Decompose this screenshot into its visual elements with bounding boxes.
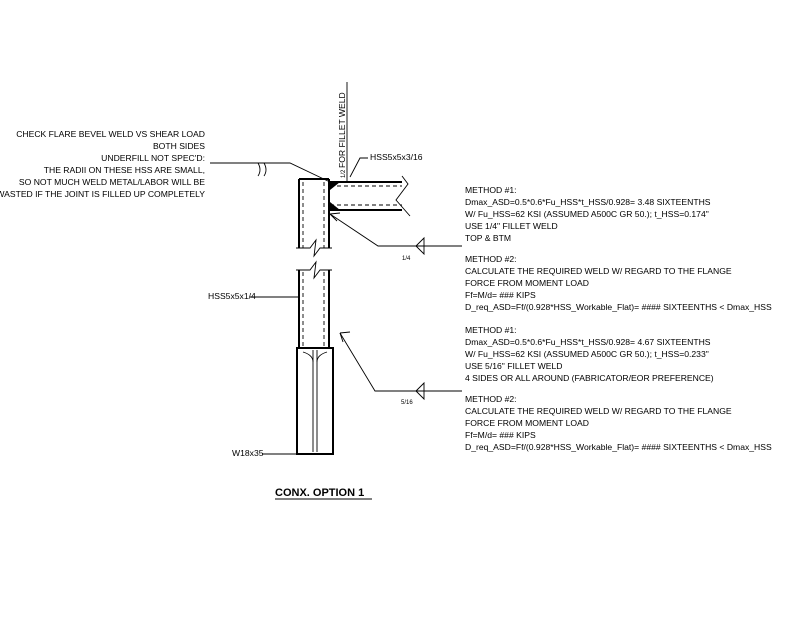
left-note-line-4: THE RADII ON THESE HSS ARE SMALL, — [44, 165, 205, 175]
bottom-method-block: METHOD #1: Dmax_ASD=0.5*0.6*Fu_HSS*t_HSS… — [465, 325, 772, 452]
left-note-block: CHECK FLARE BEVEL WELD VS SHEAR LOAD BOT… — [0, 129, 205, 199]
bottom-method-line-2: Dmax_ASD=0.5*0.6*Fu_HSS*t_HSS/0.928= 4.6… — [465, 337, 711, 347]
top-fillet-weld-symbol — [415, 236, 425, 256]
left-note-line-3: UNDERFILL NOT SPEC'D: — [101, 153, 205, 163]
top-method-line-2: Dmax_ASD=0.5*0.6*Fu_HSS*t_HSS/0.928= 3.4… — [465, 197, 711, 207]
top-weld-size: 1/4 — [402, 256, 411, 262]
drawing-title: CONX. OPTION 1 — [275, 487, 364, 499]
top-method-line-8: CALCULATE THE REQUIRED WELD W/ REGARD TO… — [465, 266, 732, 276]
bottom-method-line-10: Ff=M/d= ### KIPS — [465, 430, 536, 440]
bottom-method-line-11: D_req_ASD=Ff/(0.928*HSS_Workable_Flat)= … — [465, 442, 772, 452]
bottom-weld-leader — [339, 332, 462, 392]
flare-bevel-weld-symbol — [257, 162, 267, 177]
left-note-line-6: WASTED IF THE JOINT IS FILLED UP COMPLET… — [0, 189, 205, 199]
top-method-line-5: TOP & BTM — [465, 233, 511, 243]
top-method-line-10: Ff=M/d= ### KIPS — [465, 290, 536, 300]
bottom-method-line-4: USE 5/16" FILLET WELD — [465, 361, 562, 371]
vertical-fillet-note: FOR FILLET WELD — [337, 92, 347, 168]
top-method-line-7: METHOD #2: — [465, 254, 517, 264]
top-member-label: HSS5x5x3/16 — [370, 152, 423, 162]
left-note-line-1: CHECK FLARE BEVEL WELD VS SHEAR LOAD — [16, 129, 205, 139]
top-method-line-11: D_req_ASD=Ff/(0.928*HSS_Workable_Flat)= … — [465, 302, 772, 312]
bottom-method-line-5: 4 SIDES OR ALL AROUND (FABRICATOR/EOR PR… — [465, 373, 714, 383]
vertical-hss-column — [296, 178, 332, 348]
top-method-line-1: METHOD #1: — [465, 185, 517, 195]
mid-member-label: HSS5x5x1/4 — [208, 291, 256, 301]
beam-label: W18x35 — [232, 448, 264, 458]
left-note-leader — [210, 162, 331, 183]
bottom-method-line-9: FORCE FROM MOMENT LOAD — [465, 418, 589, 428]
bottom-method-line-1: METHOD #1: — [465, 325, 517, 335]
top-method-line-3: W/ Fu_HSS=62 KSI (ASSUMED A500C GR 50.);… — [465, 209, 709, 219]
bottom-method-line-3: W/ Fu_HSS=62 KSI (ASSUMED A500C GR 50.);… — [465, 349, 709, 359]
bottom-fillet-weld-symbol — [415, 381, 425, 401]
bottom-method-line-7: METHOD #2: — [465, 394, 517, 404]
left-note-line-2: BOTH SIDES — [153, 141, 205, 151]
top-member-leader — [349, 157, 368, 178]
top-weld-leader — [329, 213, 462, 247]
top-method-line-9: FORCE FROM MOMENT LOAD — [465, 278, 589, 288]
horizontal-hss-upper — [330, 175, 411, 217]
left-note-line-5: SO NOT MUCH WELD METAL/LABOR WILL BE — [19, 177, 205, 187]
top-method-block: METHOD #1: Dmax_ASD=0.5*0.6*Fu_HSS*t_HSS… — [465, 185, 772, 312]
bottom-weld-size: 5/16 — [401, 400, 413, 406]
w18-beam — [296, 347, 334, 455]
vertical-fraction: 1/2 — [341, 169, 347, 178]
top-method-line-4: USE 1/4" FILLET WELD — [465, 221, 558, 231]
bottom-method-line-8: CALCULATE THE REQUIRED WELD W/ REGARD TO… — [465, 406, 732, 416]
